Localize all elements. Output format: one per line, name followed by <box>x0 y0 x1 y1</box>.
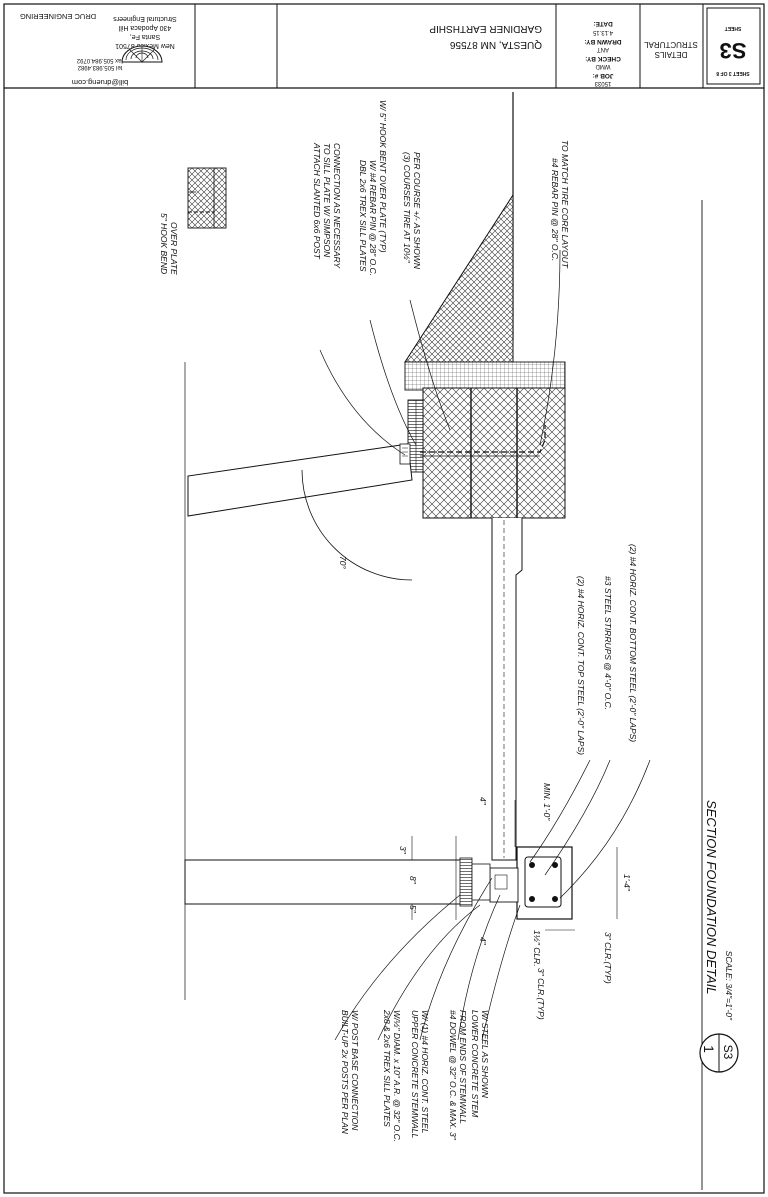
dim-3: 3" <box>398 846 408 855</box>
detail-number: 1 <box>701 1045 717 1053</box>
sheet-label: SHEET <box>725 25 742 31</box>
note-rebar-line2: TO MATCH TIRE CORE LAYOUT <box>560 140 570 269</box>
note-dbl-line1: DBL 2x6 TREX SILL PLATES <box>358 160 368 272</box>
dim-clr-3-typ-a: 3" CLR.(TYP) <box>536 968 546 1020</box>
note-stirrups: #3 STEEL STIRRUPS @ 4'-0" O.C. <box>603 576 613 710</box>
company-fax: fax 505.984.0792 <box>76 57 123 63</box>
gravel-strip <box>404 361 566 391</box>
note-dowel-line2: FROM ENDS OF STEMWALL <box>458 1010 468 1124</box>
note-dowel-line1: #4 DOWEL @ 32" O.C. & MAX. 3" <box>448 1010 458 1141</box>
note-upper-line1: UPPER CONCRETE STEMWALL <box>410 1010 420 1139</box>
note-hook-line2: OVER PLATE <box>169 222 179 275</box>
check-value: WMD <box>595 63 611 69</box>
tire-course-1 <box>422 387 472 519</box>
note-attach-line3: CONNECTION AS NECESSARY <box>332 143 342 269</box>
date-value: 4.13.15 <box>592 29 613 35</box>
dim-min: MIN. 1'-0" <box>542 783 552 821</box>
note-upper-line2: W/ (1) #4 HORIZ. CONT. STEEL <box>420 1010 430 1134</box>
company-address3: New Mexico 87501 <box>115 42 175 49</box>
dim-8: 8" <box>408 876 418 885</box>
dim-5: 5" <box>408 905 418 914</box>
drawn-label: DRAWN BY: <box>584 38 621 45</box>
note-dbl-line2: W/ #4 REBAR PIN @ 28" O.C. <box>368 160 378 276</box>
job-value: 15033 <box>594 80 611 86</box>
tire-course-3 <box>516 387 566 519</box>
note-angle: 70° <box>338 556 348 569</box>
dim-4-upper: 4" <box>478 797 488 806</box>
trex-sill-plates <box>407 399 424 473</box>
project-location: QUESTA, NM 87556 <box>449 39 542 50</box>
note-hook-line1: 5" HOOK BEND <box>159 213 169 274</box>
note-top-steel: (2) #4 HORIZ. CONT. TOP STEEL (2'-0" LAP… <box>576 576 586 755</box>
company-address2: Santa Fe, <box>130 33 160 40</box>
project-name: GARDINER EARTHSHIP <box>429 23 542 34</box>
company-logo-icon <box>121 45 163 63</box>
tire-course-2 <box>470 387 518 519</box>
note-attach-line1: ATTACH SLANTED 6x6 POST <box>312 142 322 260</box>
detail-scale: SCALE: 3/4"=1'-0" <box>724 951 734 1021</box>
dim-1-4: 1'-4" <box>622 874 632 892</box>
note-lower-line1: LOWER CONCRETE STEM <box>470 1010 480 1118</box>
sheet-of: SHEET 3 OF 8 <box>716 70 750 76</box>
detail-sheet-ref: S3 <box>721 1045 735 1060</box>
company-email: bill@drueng.com <box>72 78 128 87</box>
date-label: DATE: <box>593 20 612 27</box>
note-sill-line2: W/½" DIAM. x 10" A.R. @ 32" O.C. <box>392 1010 402 1142</box>
sheet-number: S3 <box>720 38 747 63</box>
section-drawing <box>184 92 703 1190</box>
company-tel: tel 505.983.4982 <box>77 64 122 70</box>
note-sill-line1: 2x8 & 2x6 TREX SILL PLATES <box>382 1009 392 1127</box>
sheet-title-line2: DETAILS <box>655 50 688 59</box>
dim-clr-1-5: 1½" CLR. <box>532 930 542 967</box>
note-posts-line1: BUILT-UP 2x POSTS PER PLAN <box>340 1010 350 1135</box>
note-lower-line2: W/ STEEL AS SHOWN <box>480 1010 490 1099</box>
rebar-pin <box>420 425 546 453</box>
note-courses-line1: (3) COURSES TIRE AT 10½" <box>402 152 412 264</box>
title-block: bill@drueng.com tel 505.983.4982 fax 505… <box>20 4 761 88</box>
sheet-border <box>3 3 765 1194</box>
hook-bend-inset <box>187 167 227 229</box>
note-bottom-steel: (2) #4 HORIZ. CONT. BOTTOM STEEL (2'-0" … <box>628 544 638 742</box>
check-label: CHECK BY: <box>585 55 621 62</box>
upper-concrete-stemwall <box>491 518 523 861</box>
dim-4-lower: 4" <box>478 937 488 946</box>
drawn-value: ANT <box>597 46 609 52</box>
detail-title-text: SECTION FOUNDATION DETAIL <box>704 800 719 995</box>
built-up-2x-posts <box>184 859 468 905</box>
note-dbl-line3: W/ 5" HOOK BENT OVER PLATE (TYP) <box>378 100 388 253</box>
company-address1: 430 Apodaca Hill <box>118 24 171 31</box>
note-rebar-line1: #4 REBAR PIN @ 28" O.C. <box>550 158 560 261</box>
job-label: JOB #: <box>593 72 614 79</box>
slanted-6x6-post <box>187 443 413 517</box>
company-subtitle: Structural Engineers <box>113 15 177 22</box>
sheet-title-line1: STRUCTURAL <box>644 40 698 49</box>
note-courses-line2: PER COURSE +/- AS SHOWN <box>412 152 422 270</box>
detail-title: 1 S3 SECTION FOUNDATION DETAIL SCALE: 3/… <box>699 800 739 1073</box>
note-attach-line2: TO SILL PLATE W/ SIMPSON <box>322 143 332 258</box>
note-posts-line2: W/ POST BASE CONNECTION <box>350 1010 360 1131</box>
drawing-notes: 5" HOOK BEND OVER PLATE ATTACH SLANTED 6… <box>159 100 638 1142</box>
dim-clr-3-typ-b: 3" CLR.(TYP) <box>603 932 613 984</box>
company-name: DRUC ENGINEERING <box>20 12 96 21</box>
